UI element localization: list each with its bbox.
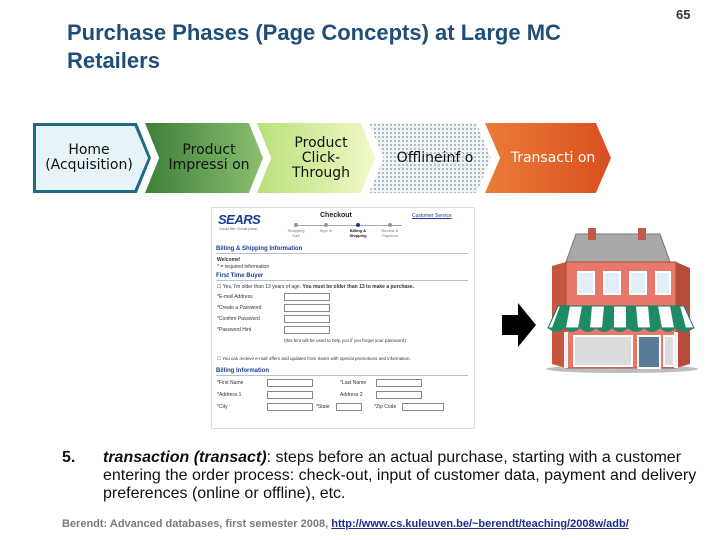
step-review-payment: Review & Payment xyxy=(380,223,400,238)
promo-checkbox[interactable]: ☐ xyxy=(217,356,223,361)
checkout-header: SEARS Good life. Great price. Checkout C… xyxy=(216,211,470,241)
phase-product-click-through-label: Product Click-Through xyxy=(291,134,351,181)
confirm-password-label: *Confirm Password xyxy=(217,316,260,322)
city-field[interactable] xyxy=(267,403,313,411)
checkout-heading: Checkout xyxy=(320,212,352,219)
first-name-label: *First Name xyxy=(217,380,244,386)
create-password-label: *Create a Password xyxy=(217,305,262,311)
bullet-text: transaction (transact): steps before an … xyxy=(103,449,703,503)
purchase-phases: Home (Acquisition) Product Impressi on P… xyxy=(33,123,613,193)
checkout-steps: Shopping Cart Sign In Billing & Shipping… xyxy=(286,223,406,239)
bullet-description: : steps before an actual purchase, start… xyxy=(103,449,697,502)
phase-home-label: Home (Acquisition) xyxy=(45,142,133,173)
billing-information-heading: Billing Information xyxy=(216,368,468,376)
phase-product-impression: Product Impressi on xyxy=(145,123,263,193)
phase-product-click-through: Product Click-Through xyxy=(257,123,375,193)
checkout-screenshot: SEARS Good life. Great price. Checkout C… xyxy=(211,207,475,429)
step-shopping-cart: Shopping Cart xyxy=(286,223,306,238)
zip-label: *Zip Code xyxy=(374,404,397,410)
sears-tagline: Good life. Great price. xyxy=(219,226,259,231)
billing-shipping-heading: Billing & Shipping Information xyxy=(216,246,468,254)
state-select[interactable] xyxy=(336,403,362,411)
step-sign-in: Sign In xyxy=(316,223,336,233)
email-field[interactable] xyxy=(284,293,330,301)
sears-logo: SEARS xyxy=(218,212,261,227)
phase-offline-info: Offlineinf o xyxy=(369,123,491,193)
last-name-field[interactable] xyxy=(376,379,422,387)
phase-product-impression-label: Product Impressi on xyxy=(168,142,250,173)
storefront-icon xyxy=(546,228,698,373)
state-label: *State xyxy=(316,404,330,410)
welcome-text: Welcome! xyxy=(217,257,241,263)
zip-field[interactable] xyxy=(402,403,444,411)
address1-label: *Address 1 xyxy=(217,392,242,398)
address1-field[interactable] xyxy=(267,391,313,399)
email-label: *E-mail Address xyxy=(217,294,253,300)
promo-option[interactable]: ☐ You can receive e-mail offers and upda… xyxy=(217,356,411,361)
page-number: 65 xyxy=(676,7,691,22)
footer-text: Berendt: Advanced databases, first semes… xyxy=(62,518,329,530)
first-time-buyer-heading: First Time Buyer xyxy=(216,273,468,281)
phase-offline-info-label: Offlineinf o xyxy=(396,149,474,166)
city-label: *City xyxy=(217,404,228,410)
address2-label: Address 2 xyxy=(340,392,363,398)
step-billing-shipping: Billing & Shipping xyxy=(348,223,368,238)
first-name-field[interactable] xyxy=(267,379,313,387)
last-name-label: *Last Name xyxy=(340,380,367,386)
bullet-term: transaction (transact) xyxy=(103,449,267,466)
password-hint-note: (this hint will be used to help you if y… xyxy=(284,338,406,343)
slide-title: Purchase Phases (Page Concepts) at Large… xyxy=(67,20,561,73)
password-hint-field[interactable] xyxy=(284,326,330,334)
right-arrow-icon xyxy=(502,303,536,347)
required-note: * = required information xyxy=(217,264,270,270)
footer: Berendt: Advanced databases, first semes… xyxy=(62,518,712,530)
age-check[interactable]: ☐ Yes, I'm older than 13 years of age. Y… xyxy=(217,284,415,290)
bullet-number: 5. xyxy=(62,449,76,466)
steps-line xyxy=(294,224,402,226)
phase-transaction: Transacti on xyxy=(485,123,611,193)
footer-link[interactable]: http://www.cs.kuleuven.be/~berendt/teach… xyxy=(331,518,629,530)
password-hint-label: *Password Hint xyxy=(217,327,252,333)
customer-service-link[interactable]: Customer Service xyxy=(412,213,452,219)
phase-home: Home (Acquisition) xyxy=(33,123,151,193)
address2-field[interactable] xyxy=(376,391,422,399)
confirm-password-field[interactable] xyxy=(284,315,330,323)
create-password-field[interactable] xyxy=(284,304,330,312)
age-checkbox[interactable]: ☐ xyxy=(217,284,223,290)
phase-transaction-label: Transacti on xyxy=(510,149,596,166)
